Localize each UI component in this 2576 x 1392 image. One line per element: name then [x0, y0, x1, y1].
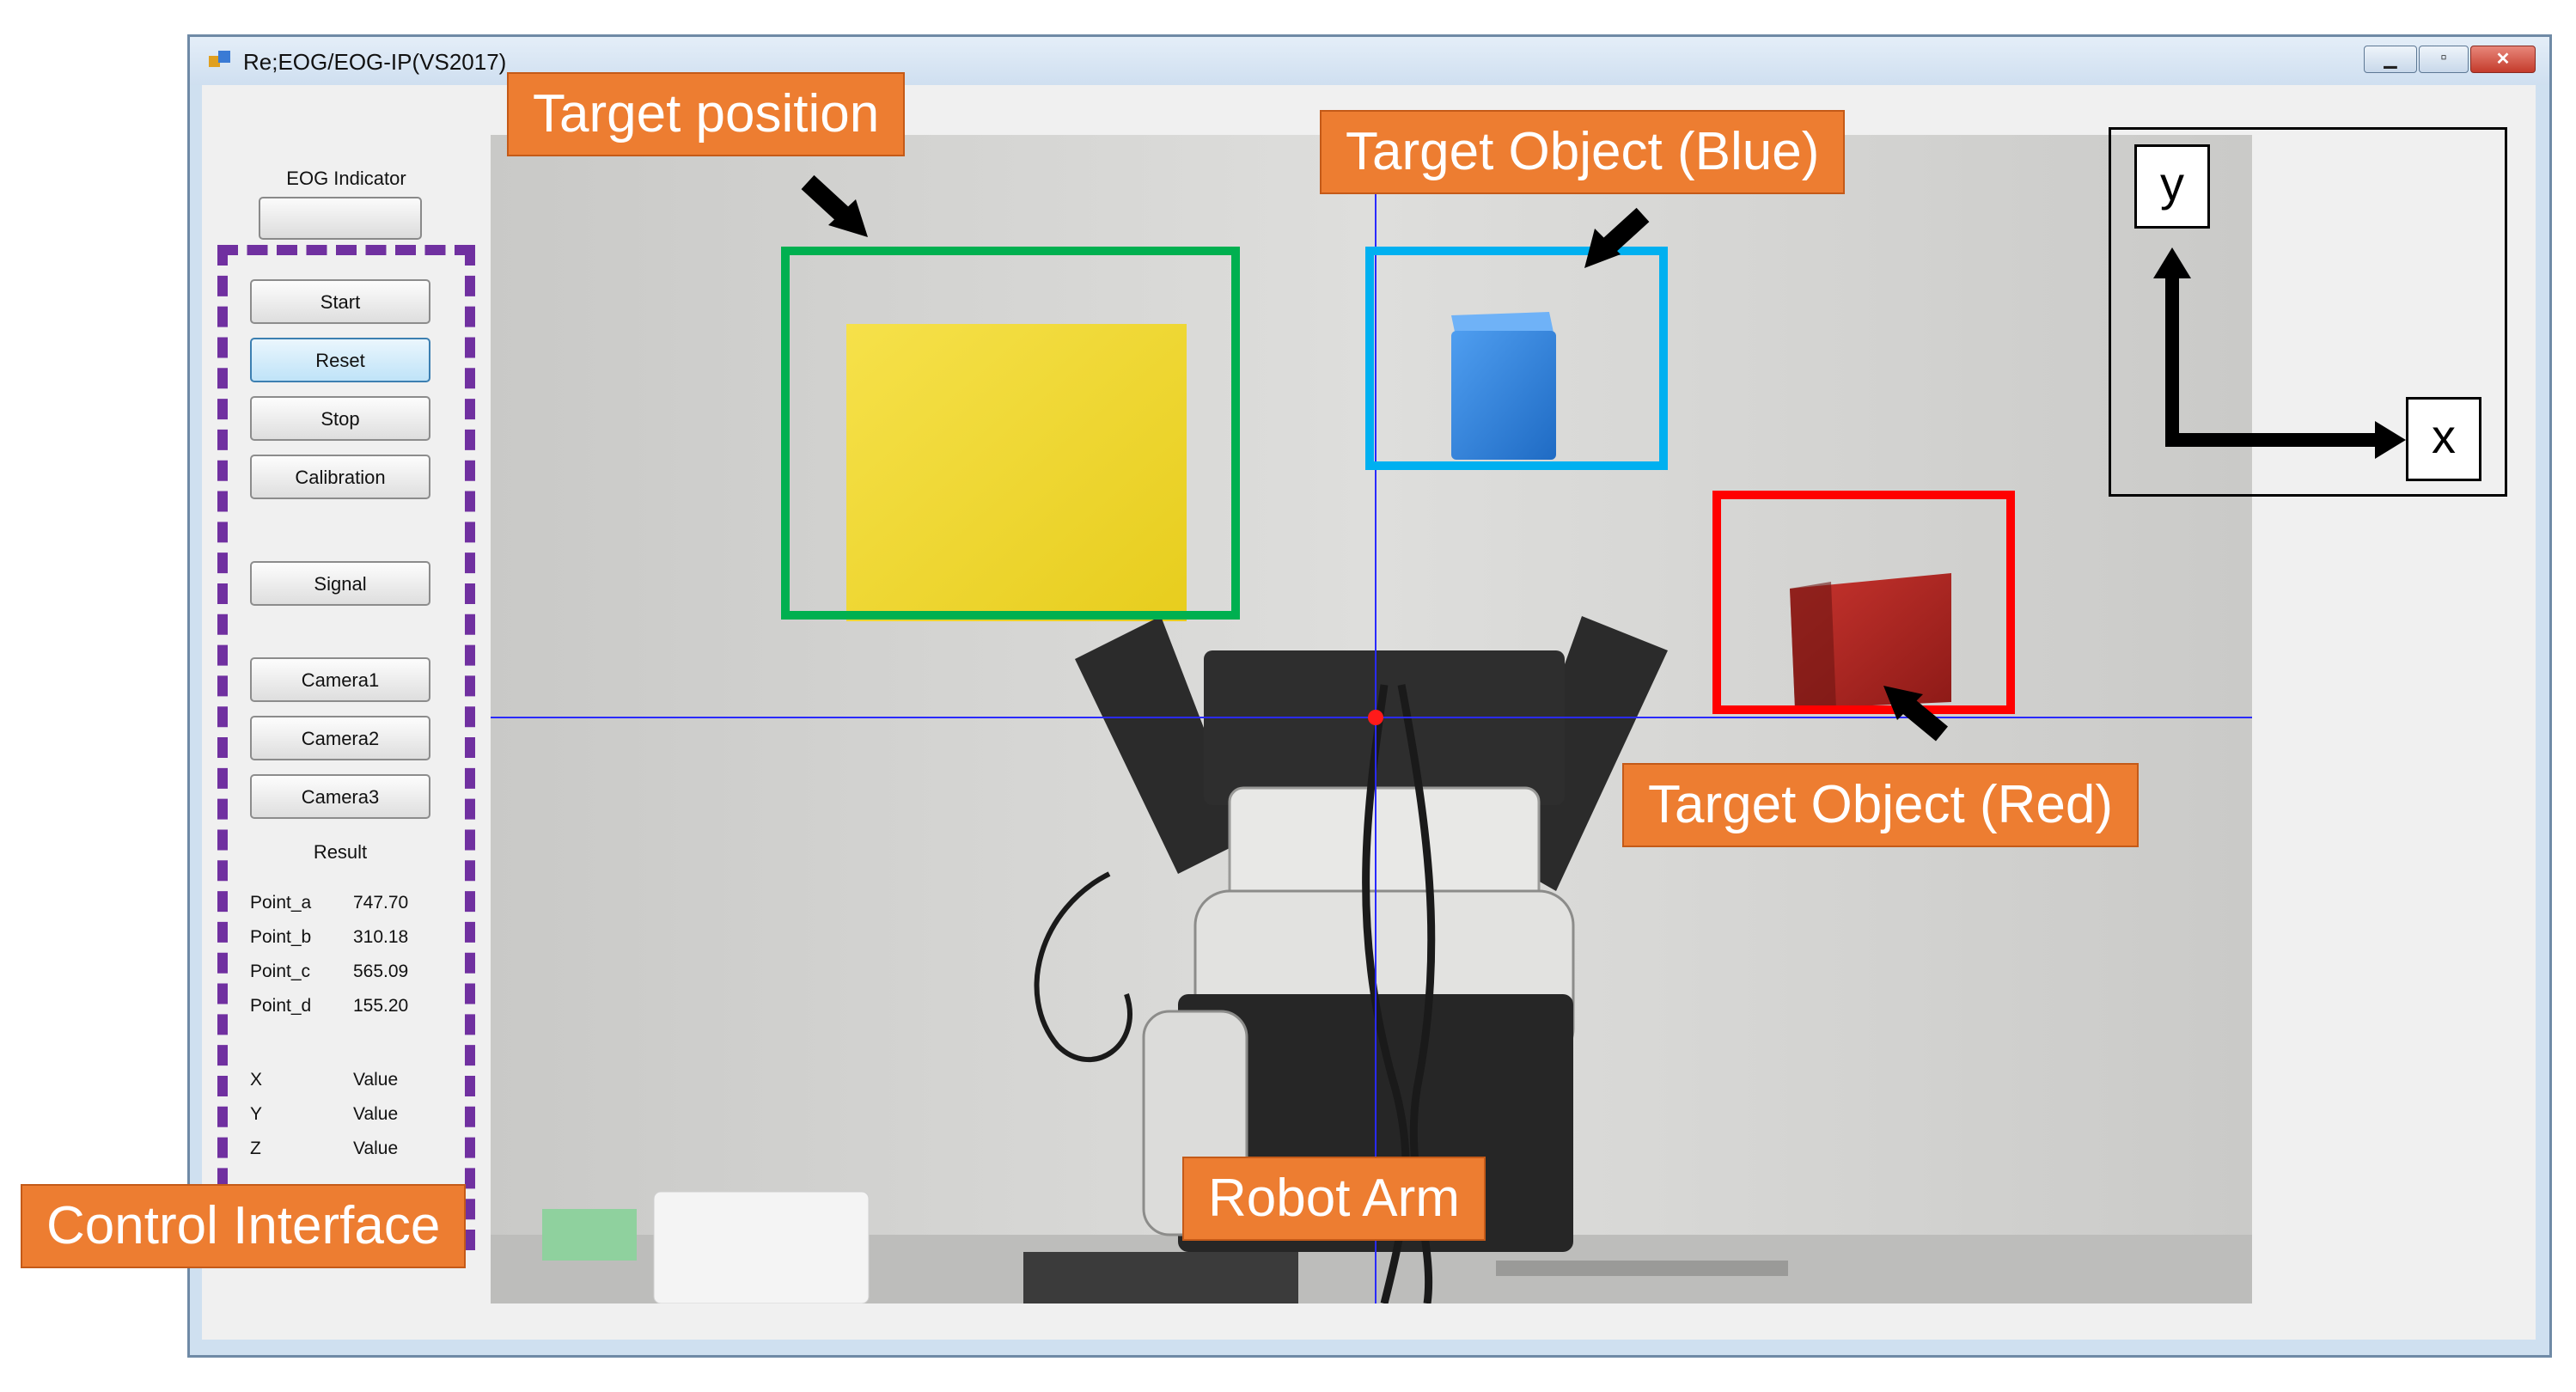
- axis-arrows-icon: [2153, 247, 2406, 459]
- result-value: Value: [353, 1139, 399, 1158]
- gripper-head: [1204, 650, 1565, 805]
- camera-scene: [491, 135, 2252, 1303]
- maximize-button[interactable]: ▫: [2419, 46, 2469, 73]
- result-value: 310.18: [353, 927, 409, 947]
- result-key: Point_c: [250, 962, 311, 981]
- axis-x-label: x: [2406, 397, 2481, 481]
- red-object-box: [1712, 491, 2015, 714]
- eog-indicator-label: EOG Indicator: [286, 168, 406, 189]
- start-button[interactable]: Start: [250, 279, 430, 324]
- result-row: Point_d 155.20: [250, 996, 456, 1022]
- reset-button[interactable]: Reset: [250, 338, 430, 382]
- result-key: Point_b: [250, 927, 312, 947]
- result-value: Value: [353, 1070, 399, 1090]
- result-key: X: [250, 1070, 263, 1090]
- yellow-target-sheet: [846, 324, 1187, 621]
- camera3-button[interactable]: Camera3: [250, 774, 430, 819]
- result-value: 155.20: [353, 996, 409, 1016]
- arrow-blue-object-icon: [1584, 207, 1650, 268]
- app-icon: [209, 51, 231, 71]
- green-object: [542, 1209, 637, 1261]
- window-title: Re;EOG/EOG-IP(VS2017): [243, 49, 507, 75]
- minimize-icon: ▁: [2384, 50, 2397, 69]
- crosshair-center-dot: [1368, 710, 1383, 725]
- result-row: Point_b 310.18: [250, 927, 456, 953]
- result-value: 565.09: [353, 962, 409, 981]
- close-button[interactable]: ✕: [2470, 46, 2536, 73]
- arrow-target-position-icon: [801, 174, 868, 237]
- result-value: Value: [353, 1104, 399, 1124]
- arm-base: [1023, 1252, 1298, 1303]
- signal-button[interactable]: Signal: [250, 561, 430, 606]
- result-row: X Value: [250, 1070, 456, 1096]
- result-key: Z: [250, 1139, 261, 1158]
- callout-target-position: Target position: [507, 72, 906, 156]
- white-box: [653, 1191, 870, 1303]
- red-cube-side: [1790, 582, 1836, 709]
- result-row: Point_c 565.09: [250, 962, 456, 987]
- result-key: Point_a: [250, 893, 312, 913]
- arrow-red-object-icon: [1883, 686, 1949, 742]
- callout-target-blue: Target Object (Blue): [1320, 110, 1846, 194]
- cable-loop: [1034, 871, 1132, 1063]
- target-position-box: [781, 247, 1240, 620]
- callout-robot-arm: Robot Arm: [1182, 1157, 1486, 1241]
- maximize-icon: ▫: [2440, 48, 2447, 67]
- result-key: Point_d: [250, 996, 312, 1016]
- camera1-button[interactable]: Camera1: [250, 657, 430, 702]
- result-label: Result: [313, 841, 368, 863]
- result-row: Y Value: [250, 1104, 456, 1130]
- blue-cube: [1451, 331, 1556, 460]
- metal-rail: [1496, 1261, 1788, 1276]
- result-key: Y: [250, 1104, 263, 1124]
- result-row: Z Value: [250, 1139, 456, 1164]
- eog-indicator: [259, 197, 422, 240]
- axis-y-label: y: [2134, 144, 2210, 229]
- blue-object-box: [1365, 247, 1668, 470]
- callout-control-interface: Control Interface: [21, 1184, 467, 1268]
- callout-target-red: Target Object (Red): [1622, 763, 2139, 847]
- stop-button[interactable]: Stop: [250, 396, 430, 441]
- gripper-left: [1075, 616, 1247, 874]
- close-icon: ✕: [2495, 50, 2511, 69]
- axis-legend: [2109, 127, 2507, 497]
- result-value: 747.70: [353, 893, 409, 913]
- minimize-button[interactable]: ▁: [2364, 46, 2417, 73]
- camera2-button[interactable]: Camera2: [250, 716, 430, 760]
- calibration-button[interactable]: Calibration: [250, 455, 430, 499]
- result-row: Point_a 747.70: [250, 893, 456, 919]
- control-panel: EOG Indicator Start Reset Stop Calibrati…: [202, 85, 491, 1322]
